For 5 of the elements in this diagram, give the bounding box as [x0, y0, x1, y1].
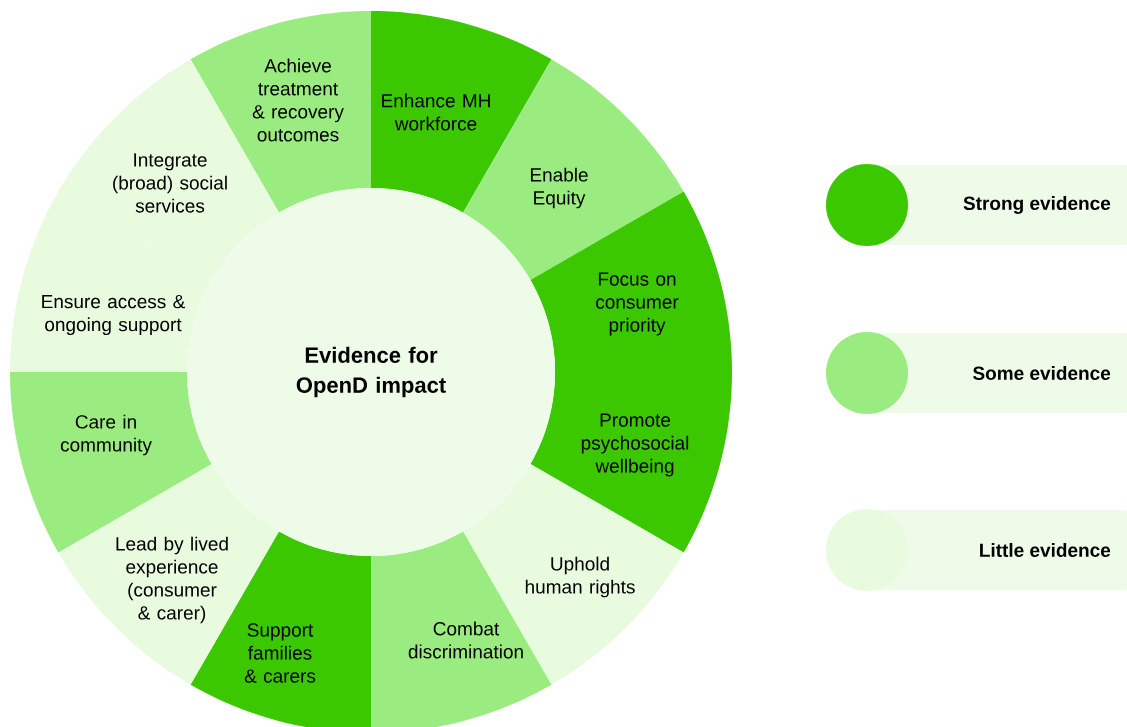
legend-item: Some evidence: [826, 332, 1127, 414]
wheel-segment: Promote psychosocial wellbeing: [530, 372, 732, 553]
legend-item: Strong evidence: [826, 164, 1127, 246]
legend-item: Little evidence: [826, 509, 1127, 591]
node-label: Ensure access & ongoing support: [42, 294, 186, 336]
